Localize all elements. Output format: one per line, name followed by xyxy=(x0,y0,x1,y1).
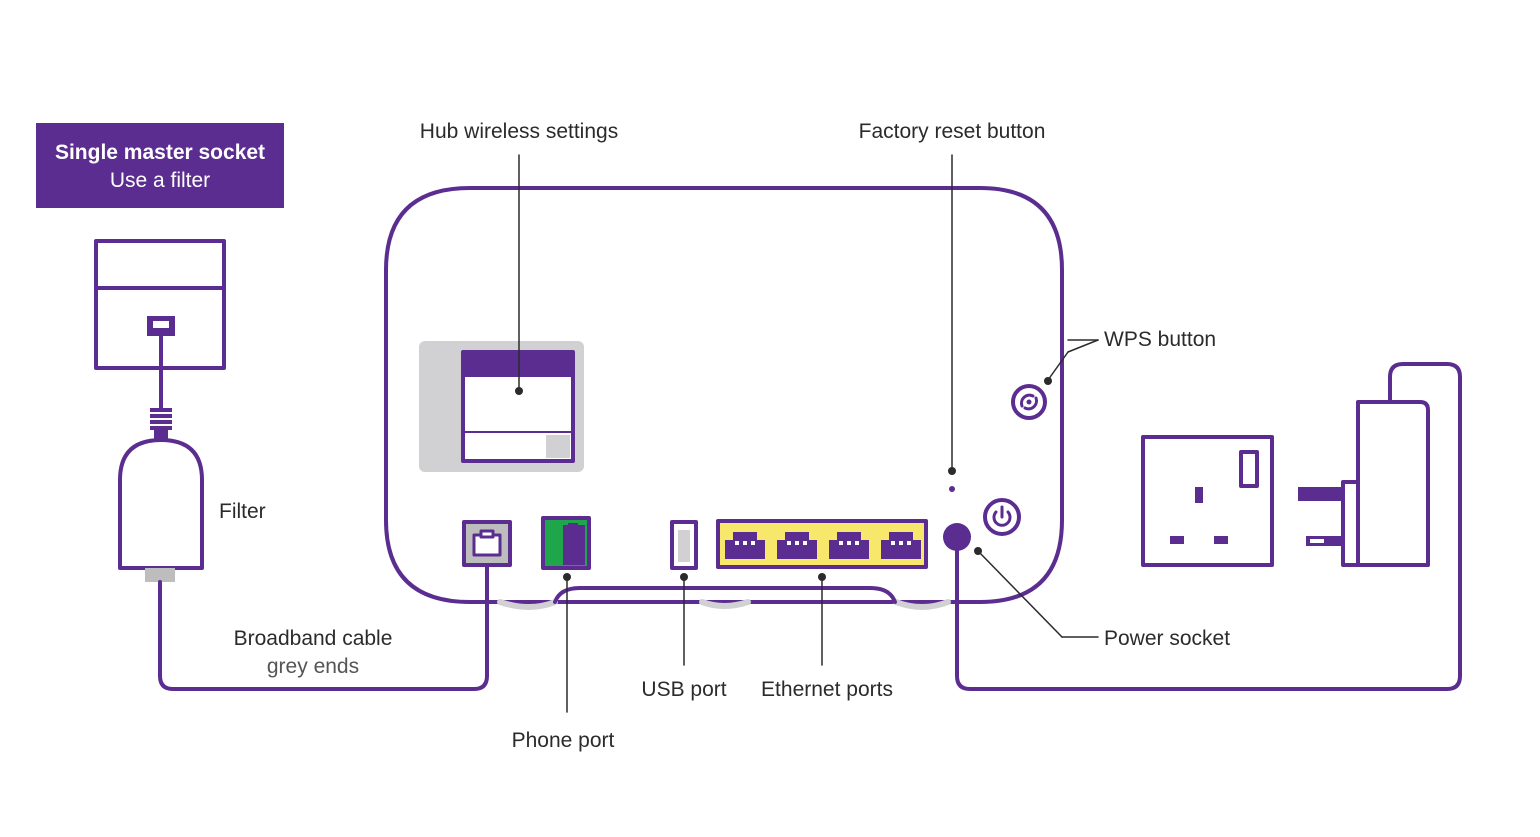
ethernet-port-icons xyxy=(725,532,921,559)
wps-button xyxy=(1011,384,1047,420)
socket-type-badge: Single master socket Use a filter xyxy=(36,123,284,208)
power-cable xyxy=(955,362,1462,691)
label-broadband-cable: Broadband cable xyxy=(233,627,393,650)
factory-reset-pinhole xyxy=(949,486,955,492)
wall-socket-icon xyxy=(1141,435,1274,567)
power-icon xyxy=(992,505,1012,527)
filter-grey-end xyxy=(145,568,175,582)
phone-port-icon xyxy=(563,525,585,565)
label-broadband-cable-note: grey ends xyxy=(266,655,360,678)
usb-port-icon xyxy=(678,530,690,562)
power-plug-icon xyxy=(1298,400,1430,567)
label-filter: Filter xyxy=(219,500,266,523)
label-power-socket: Power socket xyxy=(1104,627,1231,650)
power-socket xyxy=(943,523,971,551)
cable-connector-teeth xyxy=(150,408,172,442)
broadband-cable-line xyxy=(158,543,489,691)
label-hub-wireless-settings: Hub wireless settings xyxy=(419,120,619,143)
label-ethernet-ports: Ethernet ports xyxy=(761,678,893,701)
filter-body xyxy=(118,438,204,570)
badge-subtitle: Use a filter xyxy=(109,169,211,192)
label-phone-port: Phone port xyxy=(511,729,615,752)
master-socket xyxy=(94,239,226,370)
label-factory-reset-button: Factory reset button xyxy=(858,120,1046,143)
broadband-port-icon xyxy=(472,529,502,557)
hub-body xyxy=(384,186,1064,604)
wps-icon xyxy=(1020,393,1038,411)
label-wps-button: WPS button xyxy=(1104,328,1217,351)
power-button xyxy=(983,498,1021,536)
label-usb-port: USB port xyxy=(641,678,727,701)
badge-title: Single master socket xyxy=(54,141,266,164)
